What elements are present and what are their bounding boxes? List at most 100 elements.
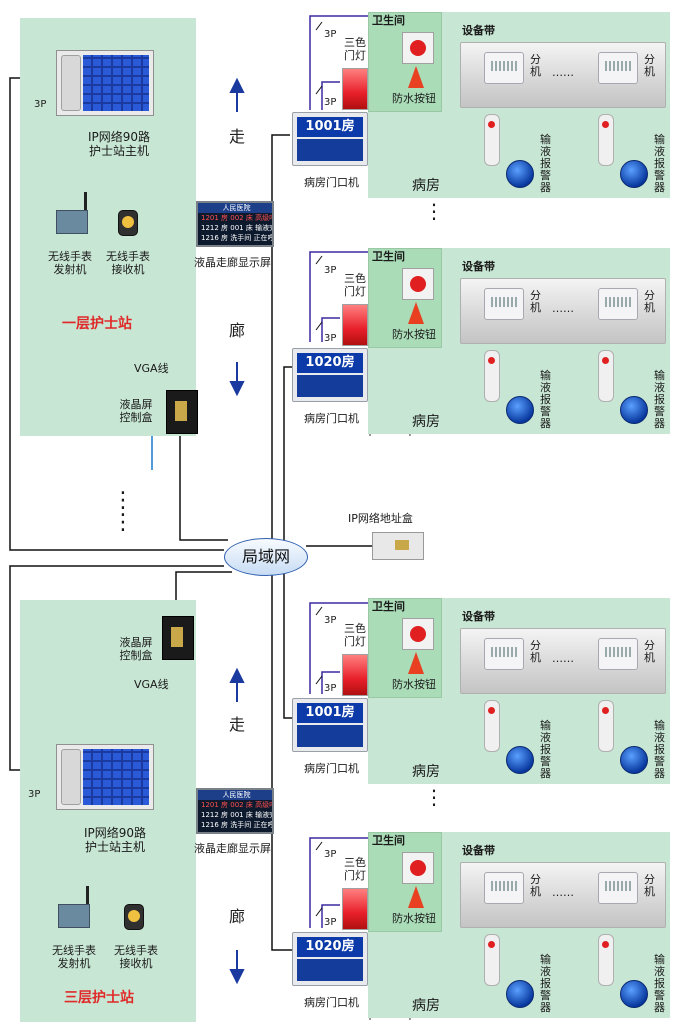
waterproof-button-icon — [402, 618, 434, 650]
floor3-station-label: 三层护士站 — [64, 990, 134, 1006]
pull-cord-icon — [408, 886, 424, 908]
host-screen — [83, 749, 149, 805]
lan-cable-ctrl1 — [179, 430, 228, 541]
room-number: 1020房 — [297, 353, 363, 373]
infusion-alarm-2 — [620, 160, 648, 188]
floor1-corridor-char-2: 廊 — [229, 321, 246, 340]
floor1-nurse-host — [56, 50, 154, 116]
ward-door-unit: 1001房 — [292, 698, 368, 752]
bathroom-label: 卫生间 — [372, 600, 405, 613]
room-number: 1020房 — [297, 937, 363, 957]
door-unit-screen — [297, 725, 363, 747]
floor1-corridor-display-label: 液晶走廊显示屏 — [194, 256, 271, 269]
floor3-vga-label: VGA线 — [134, 678, 169, 691]
room-number: 1001房 — [297, 117, 363, 137]
ward-3p-label-top: 3P — [324, 615, 337, 626]
lan-cable-ward1 — [271, 134, 290, 545]
ward-door-unit: 1020房 — [292, 348, 368, 402]
floor3-receiver-label: 无线手表 接收机 — [114, 944, 158, 970]
extension-unit-1 — [484, 288, 524, 320]
floor3-3p-label: 3P — [28, 789, 41, 800]
floor3-corridor-char-1: 走 — [229, 715, 246, 734]
floor1-controller-label: 液晶屏 控制盒 — [119, 398, 153, 424]
host-screen — [83, 55, 149, 111]
ellipsis-left: ⋮ — [112, 488, 134, 513]
room-number: 1001房 — [297, 703, 363, 723]
infusion-alarm-1 — [506, 980, 534, 1008]
extension-unit-1 — [484, 52, 524, 84]
lamp-label: 三色 门灯 — [344, 36, 366, 62]
waterproof-button-icon — [402, 268, 434, 300]
infusion-label-2: 输液报警器 — [654, 953, 665, 1014]
ward-label: 病房 — [412, 764, 440, 780]
extension-dots: …… — [552, 652, 574, 665]
floor1-station-label: 一层护士站 — [62, 316, 132, 332]
door-unit-screen — [297, 139, 363, 161]
call-handset-1 — [484, 114, 500, 166]
infusion-label-2: 输液报警器 — [654, 133, 665, 194]
address-box-label: IP网络地址盒 — [348, 512, 413, 525]
call-handset-2 — [598, 934, 614, 986]
extension-unit-2 — [598, 52, 638, 84]
floor3-corridor-display-label: 液晶走廊显示屏 — [194, 842, 271, 855]
equipment-band-label: 设备带 — [462, 610, 495, 623]
floor1-vga-label: VGA线 — [134, 362, 169, 375]
antenna-icon — [86, 886, 89, 908]
floor1-host-label: IP网络90路 护士站主机 — [87, 130, 151, 158]
ward-label: 病房 — [412, 414, 440, 430]
extension-label-2: 分机 — [644, 53, 655, 78]
call-handset-1 — [484, 700, 500, 752]
waterproof-button-icon — [402, 32, 434, 64]
infusion-alarm-1 — [506, 396, 534, 424]
extension-dots: …… — [552, 302, 574, 315]
antenna-icon — [84, 192, 87, 214]
ellipsis-ward-2: ⋮ — [424, 785, 444, 809]
floor3-corridor-display: 人民医院 1201 房 002 床 高级呼叫 1212 房 001 床 输液完毕… — [196, 788, 274, 834]
ward-label: 病房 — [412, 998, 440, 1014]
ward-3p-label-lamp: 3P — [324, 917, 337, 928]
door-unit-screen — [297, 959, 363, 981]
tri-color-door-lamp-icon — [342, 654, 368, 696]
infusion-alarm-1 — [506, 746, 534, 774]
infusion-alarm-2 — [620, 746, 648, 774]
equipment-band-label: 设备带 — [462, 260, 495, 273]
extension-label-2: 分机 — [644, 639, 655, 664]
extension-label-1: 分机 — [530, 289, 541, 314]
ellipsis-left-2: ⋮ — [112, 510, 134, 535]
bathroom-label: 卫生间 — [372, 834, 405, 847]
call-handset-2 — [598, 700, 614, 752]
infusion-alarm-2 — [620, 980, 648, 1008]
waterproof-button-label: 防水按钮 — [392, 912, 436, 925]
lamp-label: 三色 门灯 — [344, 272, 366, 298]
floor3-controller-label: 液晶屏 控制盒 — [119, 636, 153, 662]
call-handset-2 — [598, 350, 614, 402]
waterproof-button-label: 防水按钮 — [392, 678, 436, 691]
pull-cord-icon — [408, 302, 424, 324]
extension-unit-2 — [598, 638, 638, 670]
door-unit-label: 病房门口机 — [304, 412, 359, 425]
floor3-transmitter — [58, 904, 90, 928]
door-unit-label: 病房门口机 — [304, 996, 359, 1009]
equipment-band-label: 设备带 — [462, 844, 495, 857]
extension-unit-1 — [484, 872, 524, 904]
floor1-receiver-label: 无线手表 接收机 — [106, 250, 150, 276]
floor1-watch-icon — [118, 210, 138, 236]
extension-label-1: 分机 — [530, 639, 541, 664]
extension-unit-2 — [598, 872, 638, 904]
ward-3p-label-top: 3P — [324, 29, 337, 40]
infusion-alarm-2 — [620, 396, 648, 424]
floor1-corridor-char-1: 走 — [229, 127, 246, 146]
ward-door-unit: 1020房 — [292, 932, 368, 986]
tri-color-door-lamp-icon — [342, 888, 368, 930]
extension-label-2: 分机 — [644, 289, 655, 314]
infusion-label-1: 输液报警器 — [540, 953, 551, 1014]
floor3-nurse-host — [56, 744, 154, 810]
floor1-lcd-controller — [166, 390, 198, 434]
floor1-transmitter — [56, 210, 88, 234]
waterproof-button-label: 防水按钮 — [392, 92, 436, 105]
infusion-label-1: 输液报警器 — [540, 719, 551, 780]
ward-3p-label-top: 3P — [324, 849, 337, 860]
ward-3p-label-lamp: 3P — [324, 97, 337, 108]
floor1-3p-label: 3P — [34, 99, 47, 110]
